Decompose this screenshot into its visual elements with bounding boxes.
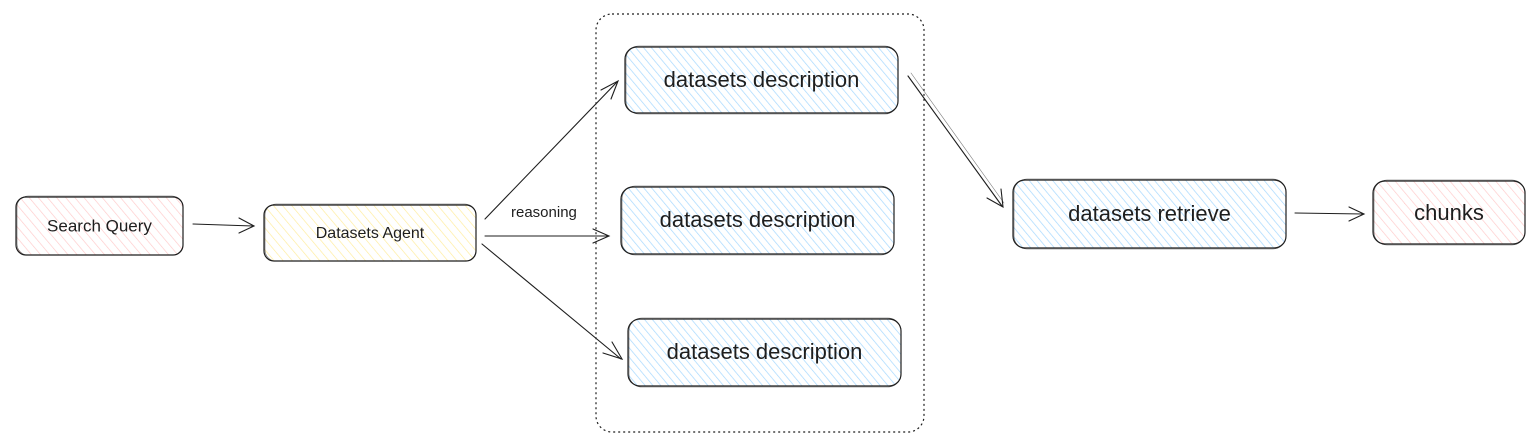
node-datasets-agent[interactable]: Datasets Agent: [263, 203, 477, 262]
node-datasets-description-2[interactable]: datasets description: [620, 185, 895, 256]
edge-label-reasoning: reasoning: [511, 204, 577, 221]
node-label: chunks: [1414, 200, 1484, 225]
arrow-description-to-retrieve: [907, 72, 1005, 209]
arrow-retrieve-to-chunks: [1294, 206, 1366, 222]
node-label: datasets description: [660, 207, 856, 232]
arrow-agent-to-description-1: [484, 79, 620, 220]
node-datasets-description-1[interactable]: datasets description: [624, 45, 899, 115]
node-label: datasets description: [664, 67, 860, 92]
node-datasets-retrieve[interactable]: datasets retrieve: [1012, 178, 1287, 250]
node-search-query[interactable]: Search Query: [15, 195, 184, 256]
node-datasets-description-3[interactable]: datasets description: [627, 317, 902, 388]
node-label: Datasets Agent: [316, 225, 425, 242]
arrow-agent-to-description-2: [484, 228, 611, 244]
descriptions-group: [595, 13, 925, 433]
node-label: Search Query: [47, 216, 152, 235]
arrow-query-to-agent: [192, 217, 256, 234]
node-label: datasets retrieve: [1068, 201, 1231, 226]
arrow-agent-to-description-3: [481, 243, 624, 360]
node-chunks[interactable]: chunks: [1372, 179, 1526, 246]
node-label: datasets description: [667, 339, 863, 364]
